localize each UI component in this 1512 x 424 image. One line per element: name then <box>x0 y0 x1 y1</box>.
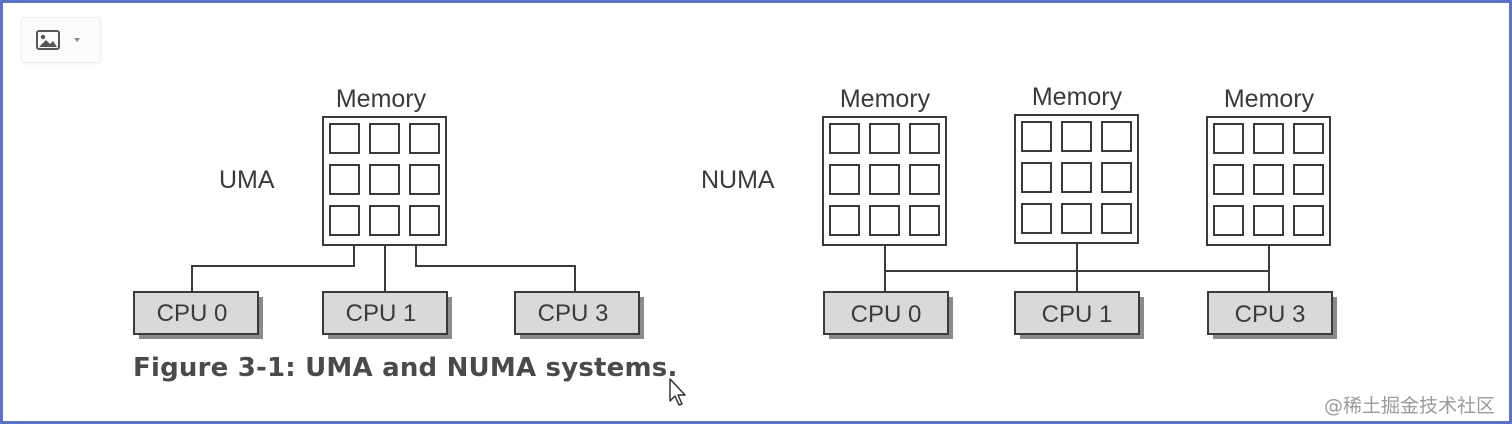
numa-memory-block-1 <box>1014 114 1139 244</box>
uma-memory-block <box>322 116 447 246</box>
numa-memory-block-0 <box>822 116 947 246</box>
uma-cpu-3-label: CPU 3 <box>538 300 609 327</box>
image-toolbar-button[interactable] <box>21 17 101 63</box>
uma-cpu-1: CPU 1 <box>322 291 452 339</box>
uma-cpu-1-label: CPU 1 <box>346 300 417 327</box>
chevron-down-icon <box>74 38 80 42</box>
watermark: @稀土掘金技术社区 <box>1323 395 1495 417</box>
numa-title: NUMA <box>701 166 775 194</box>
numa-cpu-0: CPU 0 <box>823 291 953 339</box>
uma-numa-diagram: Memory UMA CPU 0 <box>133 83 1337 339</box>
uma-cpu-3: CPU 3 <box>514 291 644 339</box>
uma-connectors <box>191 245 576 292</box>
mouse-pointer-icon <box>669 378 686 406</box>
figure-caption: Figure 3-1: UMA and NUMA systems. <box>133 353 678 383</box>
uma-cpu-0: CPU 0 <box>133 291 263 339</box>
uma-memory-label: Memory <box>336 85 427 113</box>
numa-cpu-3: CPU 3 <box>1207 291 1337 339</box>
numa-memory-block-2 <box>1206 116 1331 246</box>
numa-memory-label-2: Memory <box>1224 85 1315 113</box>
numa-memory-label-0: Memory <box>840 85 931 113</box>
numa-cpu-1-label: CPU 1 <box>1042 301 1113 328</box>
uma-title: UMA <box>219 166 275 194</box>
image-icon <box>36 30 60 50</box>
uma-memory-cells <box>329 123 440 236</box>
numa-cpu-1: CPU 1 <box>1014 291 1144 339</box>
numa-memory-label-1: Memory <box>1032 83 1123 111</box>
numa-cpu-3-label: CPU 3 <box>1235 301 1306 328</box>
uma-cpu-0-label: CPU 0 <box>157 300 228 327</box>
numa-cpu-0-label: CPU 0 <box>851 301 922 328</box>
numa-connectors <box>884 243 1270 292</box>
